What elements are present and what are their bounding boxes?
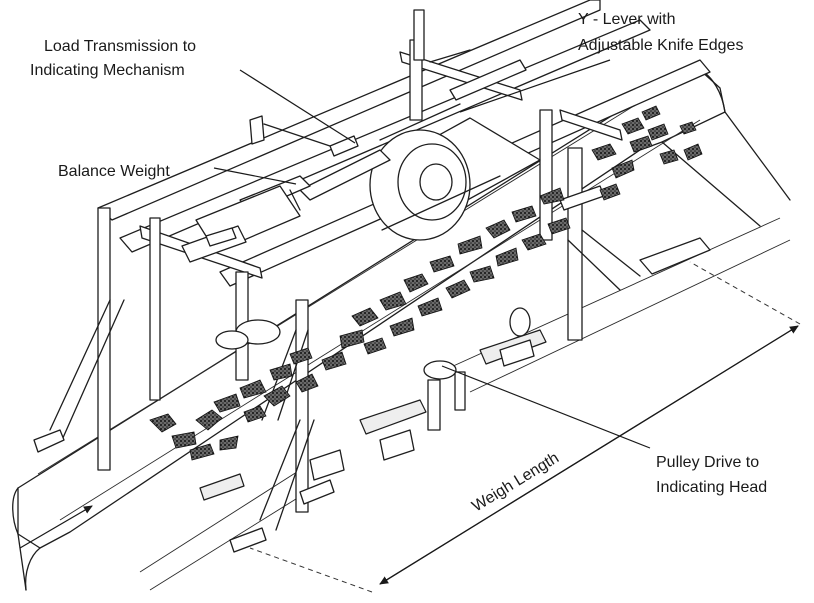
y-lever-mechanism [181,49,527,263]
pulley-drive-label-line2: Indicating Head [656,479,767,496]
weigh-length-label: Weigh Length [469,449,562,515]
pulley-drive-leader [441,365,651,449]
balance-weight-leader [213,167,297,185]
load-transmission-leader [239,69,356,144]
weigh-length-dimension [249,261,801,593]
y-lever-label-line1: Y - Lever with [578,11,676,28]
flow-direction-arrow [19,505,93,549]
balance-weight-label: Balance Weight [58,163,170,180]
weigh-pulley-drum [369,103,541,241]
y-lever-leader [459,59,611,113]
load-transmission-label-line1: Load Transmission to [44,38,196,55]
y-lever-label-line2: Adjustable Knife Edges [578,37,743,54]
load-transmission-label-line2: Indicating Mechanism [30,62,185,79]
pulley-drive-label-line1: Pulley Drive to [656,454,759,471]
bulk-material-lumps [149,105,703,461]
